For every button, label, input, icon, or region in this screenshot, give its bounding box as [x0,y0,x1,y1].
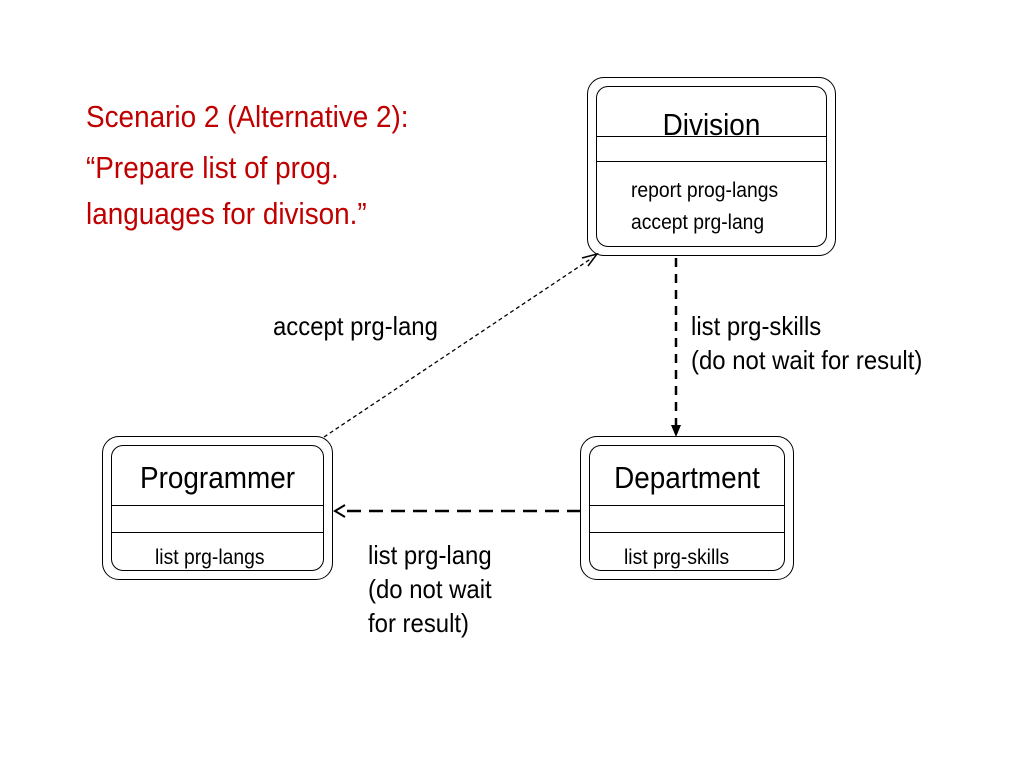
class-division-op-1: report prog-langs [631,179,779,202]
class-department-inner: Department list prg-skills [589,445,785,571]
class-division-op-2: accept prg-lang [631,211,765,234]
message-list-lang-line-2: (do not wait [368,574,492,604]
arrow-list-skills-head [671,425,681,437]
class-department-name: Department [614,460,760,495]
message-list-lang-line-1: list prg-lang [368,540,492,570]
class-programmer-inner: Programmer list prg-langs [111,445,324,571]
class-programmer-op-separator [112,532,323,533]
arrow-accept-line [323,257,593,438]
class-department-op-separator [590,532,784,533]
title-line-2: “Prepare list of prog. [86,150,339,185]
title-line-3: languages for divison.” [86,196,367,231]
class-programmer-name: Programmer [139,460,296,495]
class-department[interactable]: Department list prg-skills [580,436,794,580]
message-accept-line-1: accept prg-lang [273,311,438,341]
arrow-accept-head [581,252,599,267]
message-list-skills-line-2: (do not wait for result) [691,345,923,375]
message-list-lang-label: list prg-lang (do not wait for result) [368,538,492,640]
class-division-inner: Division report prog-langs accept prg-la… [596,86,827,247]
class-division[interactable]: Division report prog-langs accept prg-la… [587,77,836,256]
class-division-attr-separator [597,136,826,137]
message-accept-label: accept prg-lang [273,309,438,343]
class-programmer-attr-separator [112,505,323,506]
arrow-list-lang-head [333,504,346,518]
class-department-op-1: list prg-skills [624,546,730,569]
message-list-skills-label: list prg-skills (do not wait for result) [691,309,922,377]
class-department-attr-separator [590,505,784,506]
class-division-op-separator [597,161,826,162]
class-division-name: Division [662,107,761,142]
class-programmer-op-1: list prg-langs [155,546,265,569]
title-line-1: Scenario 2 (Alternative 2): [86,99,409,134]
message-list-lang-line-3: for result) [368,608,470,638]
message-list-skills-line-1: list prg-skills [691,311,822,341]
class-programmer[interactable]: Programmer list prg-langs [102,436,333,580]
